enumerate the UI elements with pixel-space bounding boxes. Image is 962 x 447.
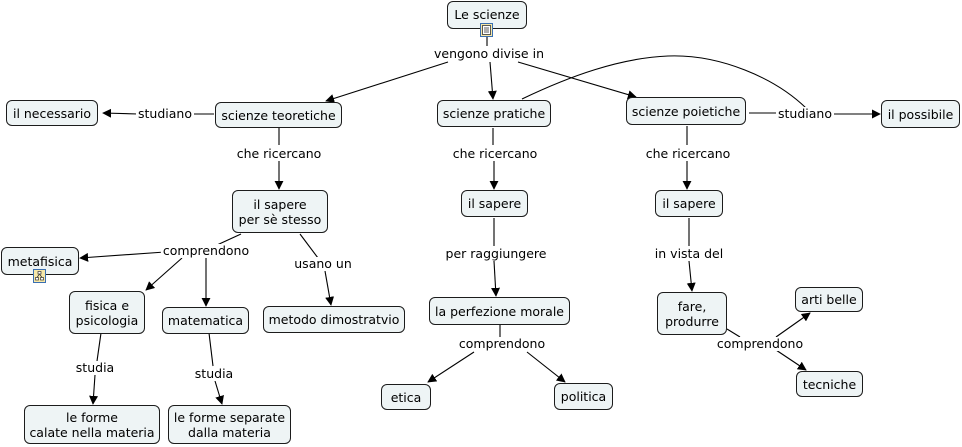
link-label-usano-un: usano un [292,256,354,271]
edge-comprendono-politica [526,351,566,383]
concept-scienze-teoretiche[interactable]: scienze teoretiche [215,102,342,128]
edge-comprendono-tecniche [775,349,807,371]
concept-matematica[interactable]: matematica [162,307,249,334]
concept-il-possibile[interactable]: il possibile [881,100,960,128]
concept-forme-separate-dalla-materia[interactable]: le forme separate dalla materia [168,405,291,444]
edge-to-scienze-poietiche [517,61,637,100]
link-label-che-ricercano-poietiche: che ricercano [643,146,733,161]
edge-studia-forme-separate [214,380,224,405]
concept-scienze-pratiche[interactable]: scienze pratiche [437,100,551,127]
edge-fisica-studia [96,332,102,362]
concept-fare-produrre[interactable]: fare, produrre [657,292,727,335]
edge-raggiungere-perfezione [491,260,501,297]
link-label-in-vista-del: in vista del [652,246,726,261]
link-label-che-ricercano-pratiche: che ricercano [450,146,540,161]
concept-il-sapere-pratiche[interactable]: il sapere [461,190,528,217]
edge-to-scienze-teoretiche [325,61,449,103]
edge-comprendono-arti [775,312,811,338]
edge-studiano-necessario [102,108,139,118]
edge-sapere-comprendono [216,233,242,246]
link-label-studiano-right: studiano [776,106,834,121]
concept-map-resource-icon[interactable] [33,269,46,283]
link-label-che-ricercano-teoretiche: che ricercano [234,146,324,161]
edge-pratiche-studiano-curve [521,55,807,109]
edge-to-scienze-pratiche [487,61,497,100]
link-label-studiano-left: studiano [136,106,194,121]
link-label-vengono-divise-in: vengono divise in [432,46,546,61]
edge-usano-metodo [324,270,335,306]
link-label-comprendono-poietiche: comprendono [714,336,806,351]
concept-scienze-poietiche[interactable]: scienze poietiche [626,97,746,125]
link-label-studia-fisica: studia [73,360,117,375]
concept-il-necessario[interactable]: il necessario [6,100,98,126]
document-resource-icon[interactable] [480,23,493,37]
concept-tecniche[interactable]: tecniche [796,371,863,397]
concept-la-perfezione-morale[interactable]: la perfezione morale [429,297,570,325]
concept-fisica-e-psicologia[interactable]: fisica e psicologia [69,291,145,334]
link-label-per-raggiungere: per raggiungere [443,246,549,261]
concept-arti-belle[interactable]: arti belle [795,287,863,312]
edge-comprendono-fisica [145,257,183,291]
concept-etica[interactable]: etica [381,384,431,410]
concept-politica[interactable]: politica [554,383,613,410]
concept-forme-calate-nella-materia[interactable]: le forme calate nella materia [24,405,160,444]
concept-il-sapere-per-se-stesso[interactable]: il sapere per sè stesso [232,190,328,233]
edge-fare-comprendono [726,328,741,338]
edge-matematica-studia [208,332,214,367]
link-label-comprendono-pratiche: comprendono [456,336,548,351]
edge-sapere-usano [299,233,319,259]
link-label-comprendono-teoretiche: comprendono [160,243,252,258]
edge-comprendono-metafisica [79,251,166,262]
edge-studia-forme-calate [89,374,99,405]
concept-metodo-dimostratvio[interactable]: metodo dimostratvio [263,306,405,333]
concept-il-sapere-poietiche[interactable]: il sapere [655,190,723,217]
edge-comprendono-etica [427,351,475,383]
link-label-studia-matematica: studia [192,366,236,381]
edge-invista-fare [686,260,696,292]
